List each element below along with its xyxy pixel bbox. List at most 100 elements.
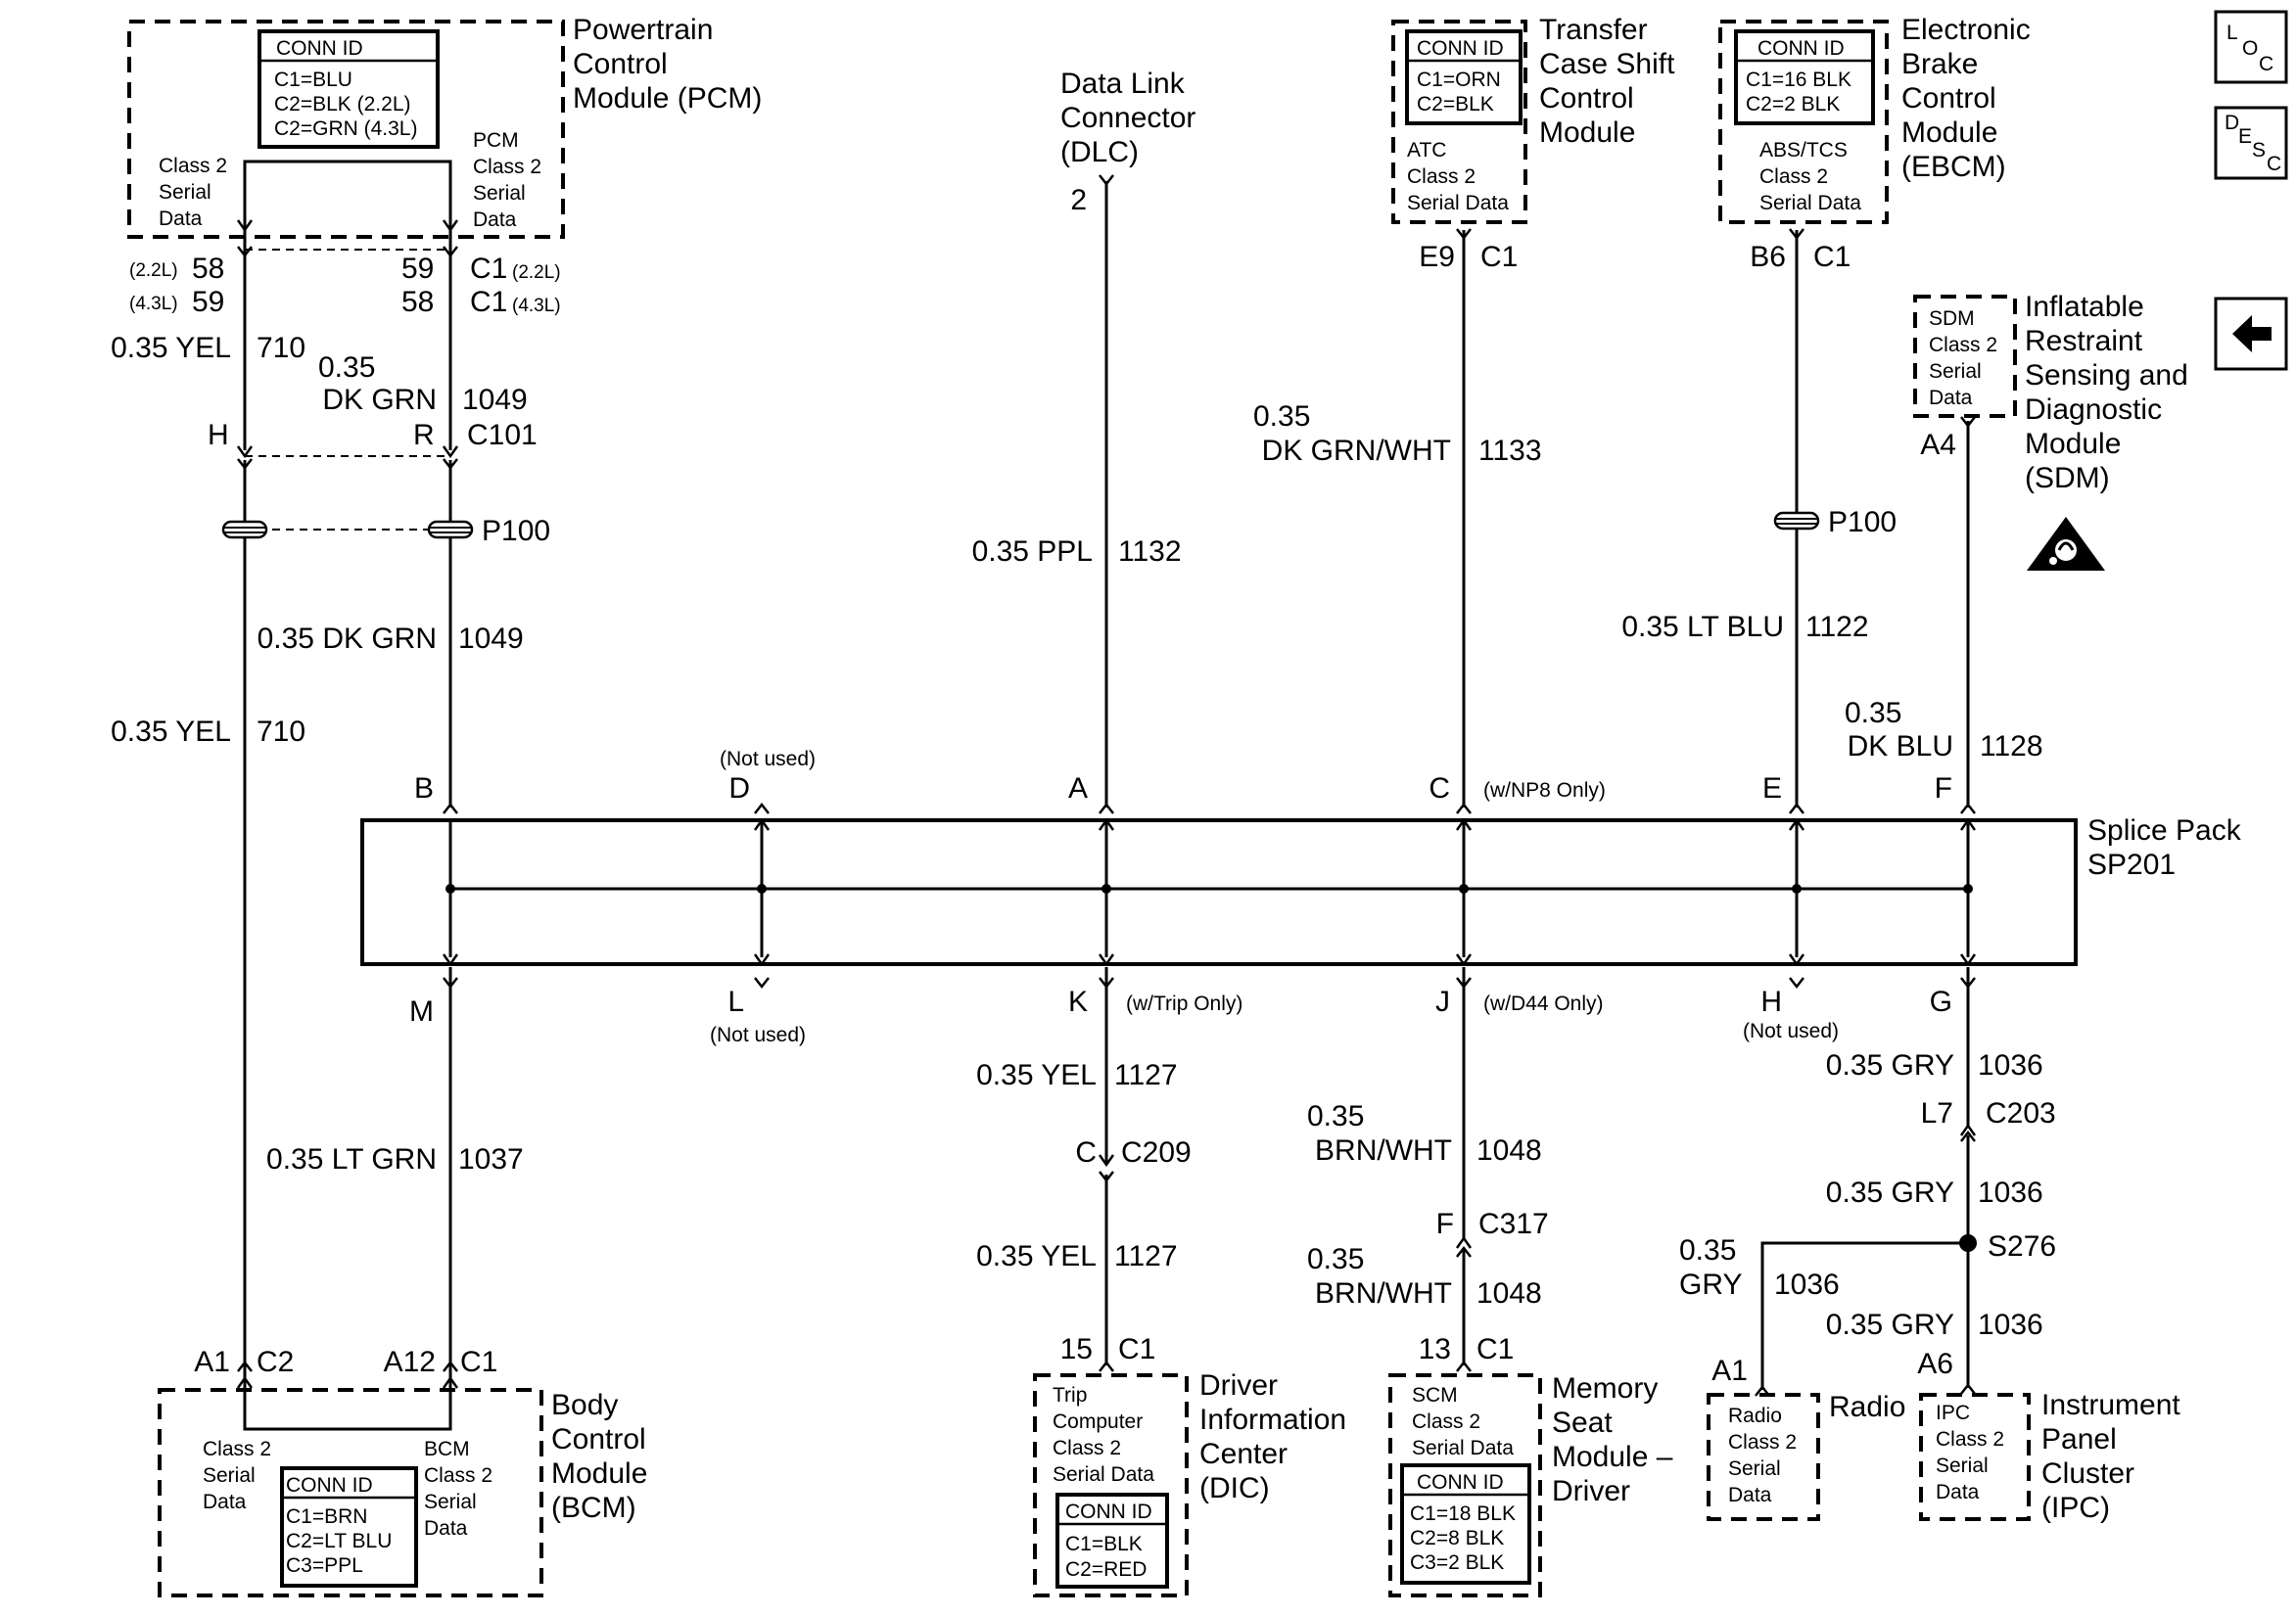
dashed-connector-lines	[245, 249, 450, 531]
ebcm-name-4: Module	[1901, 116, 1997, 149]
pcm-box	[127, 20, 565, 239]
splice-note-h: (Not used)	[1743, 1020, 1839, 1042]
wire-color-label: 0.35 GRY	[1826, 1309, 1954, 1341]
splice-note-d: (Not used)	[720, 748, 816, 770]
wire-color-label: 0.35 LT GRN	[266, 1143, 437, 1176]
msm-inner-2: Class 2	[1412, 1410, 1480, 1433]
splice-pin-k: K	[1068, 986, 1088, 1018]
p100-label: P100	[482, 515, 550, 547]
ipc-name-2: Panel	[2041, 1423, 2117, 1455]
ebcm-conn-row-2: C2=2 BLK	[1746, 93, 1840, 116]
radio-inner-1: Radio	[1728, 1405, 1782, 1427]
svg-text:E: E	[2238, 125, 2252, 148]
msm-conn-row-1: C1=18 BLK	[1410, 1502, 1516, 1525]
tcscm-name-4: Module	[1539, 116, 1635, 149]
dlc-name-line-3: (DLC)	[1060, 136, 1139, 168]
wire-color-label: 0.35 YEL	[111, 716, 231, 748]
dic-name-2: Information	[1199, 1404, 1346, 1436]
bcm-right-label-2: Class 2	[424, 1464, 492, 1487]
desc-button[interactable]: D E S C	[2214, 106, 2288, 180]
splice-pin-h: H	[1760, 986, 1782, 1018]
c101-label: C101	[467, 419, 538, 451]
component-boxes	[127, 20, 2031, 1597]
ipc-branch-labels: 0.35 GRY 1036 L7 C203 0.35 GRY 1036 S276…	[1679, 1049, 2056, 1387]
c101-pin-r: R	[413, 419, 435, 451]
svg-text:O: O	[2242, 37, 2258, 60]
msm-conn: C1	[1476, 1333, 1514, 1365]
pin-small-label: (2.2L)	[512, 262, 561, 283]
c101-pin-h: H	[208, 419, 229, 451]
ipc-name-3: Cluster	[2041, 1457, 2134, 1490]
wire-color-label: DK GRN	[322, 384, 437, 416]
p100-label: P100	[1828, 506, 1897, 538]
bcm-pin-a12: A12	[384, 1346, 436, 1378]
tcscm-component: CONN ID C1=ORN C2=BLK ATC Class 2 Serial…	[1253, 14, 1675, 467]
radio-box	[1707, 1393, 1820, 1521]
sdm-inner-3: Serial	[1929, 360, 1982, 383]
bcm-left-label-2: Serial	[203, 1464, 256, 1487]
back-arrow-button[interactable]	[2214, 297, 2288, 371]
ebcm-name-5: (EBCM)	[1901, 151, 2006, 183]
pcm-right-label-2: Class 2	[473, 156, 541, 178]
dlc-name-line-2: Connector	[1060, 102, 1195, 134]
pcm-right-label-4: Data	[473, 208, 517, 231]
radio-inner-2: Class 2	[1728, 1431, 1797, 1454]
radio-inner-4: Data	[1728, 1484, 1772, 1506]
ebcm-component: CONN ID C1=16 BLK C2=2 BLK ABS/TCS Class…	[1621, 14, 2030, 643]
bcm-name-2: Control	[551, 1423, 646, 1455]
left-wire-labels: 0.35 YEL 710 0.35 DK GRN 1049 H R C101 P…	[111, 332, 550, 1176]
pcm-name-line-2: Control	[573, 48, 668, 80]
circuit-number: 1048	[1476, 1134, 1542, 1167]
sdm-name-1: Inflatable	[2025, 291, 2144, 323]
msm-name-1: Memory	[1552, 1372, 1658, 1405]
svg-text:C: C	[2267, 153, 2281, 175]
ipc-component: IPC Class 2 Serial Data Instrument Panel…	[1936, 1389, 2180, 1524]
svg-text:S: S	[2252, 139, 2266, 162]
tcscm-conn-row-1: C1=ORN	[1417, 69, 1501, 91]
ipc-inner-3: Serial	[1936, 1455, 1989, 1477]
ebcm-inner-2: Class 2	[1759, 165, 1828, 188]
pcm-right-label-1: PCM	[473, 129, 519, 152]
bcm-conn-id-box	[280, 1466, 418, 1588]
wire-color-label: BRN/WHT	[1315, 1134, 1452, 1167]
bcm-component: A1 C2 A12 C1 Class 2 Serial Data BCM Cla…	[194, 1346, 647, 1588]
msm-conn-row-3: C3=2 BLK	[1410, 1551, 1504, 1574]
wire-color-label: DK GRN/WHT	[1262, 435, 1451, 467]
tcscm-pin: E9	[1419, 241, 1455, 273]
loc-button[interactable]: L O C	[2214, 10, 2288, 84]
ebcm-name-3: Control	[1901, 82, 1996, 115]
msm-inner-3: Serial Data	[1412, 1437, 1514, 1459]
ebcm-conn-row-1: C1=16 BLK	[1746, 69, 1851, 91]
msm-conn-title: CONN ID	[1417, 1471, 1504, 1494]
sdm-name-4: Diagnostic	[2025, 393, 2162, 426]
wire-color-label: GRY	[1679, 1269, 1742, 1301]
wire-color-label: 0.35 GRY	[1826, 1177, 1954, 1209]
ipc-inner-4: Data	[1936, 1481, 1980, 1503]
dic-inner-1: Trip	[1053, 1384, 1087, 1407]
splice-pin-j: J	[1435, 986, 1450, 1018]
c317-label: C317	[1478, 1208, 1549, 1240]
connector-label: C1	[470, 253, 507, 285]
dic-name-1: Driver	[1199, 1369, 1278, 1402]
splice-pin-b: B	[414, 772, 434, 805]
pcm-conn-row-2: C2=BLK (2.2L)	[274, 93, 411, 116]
sdm-name-3: Sensing and	[2025, 359, 2188, 392]
tcscm-name-1: Transfer	[1539, 14, 1648, 46]
dic-inner-4: Serial Data	[1053, 1463, 1154, 1486]
splice-pack-box	[360, 818, 2078, 966]
radio-name: Radio	[1829, 1391, 1905, 1423]
bcm-right-label-1: BCM	[424, 1438, 470, 1460]
pcm-conn-id-box	[258, 29, 440, 149]
bcm-name-3: Module	[551, 1457, 647, 1490]
ebcm-conn: C1	[1813, 241, 1851, 273]
ipc-pin: A6	[1917, 1348, 1953, 1380]
ebcm-pin: B6	[1750, 241, 1786, 273]
tcscm-conn-title: CONN ID	[1417, 37, 1504, 60]
circuit-number: 1036	[1978, 1049, 2043, 1082]
ebcm-inner-3: Serial Data	[1759, 192, 1861, 214]
bcm-conn-row-2: C2=LT BLU	[286, 1530, 392, 1552]
circuit-number: 1122	[1805, 611, 1869, 643]
airbag-warning-icon	[2027, 517, 2105, 571]
pcm-name-line-3: Module (PCM)	[573, 82, 762, 115]
pcm-conn-row-1: C1=BLU	[274, 69, 352, 91]
